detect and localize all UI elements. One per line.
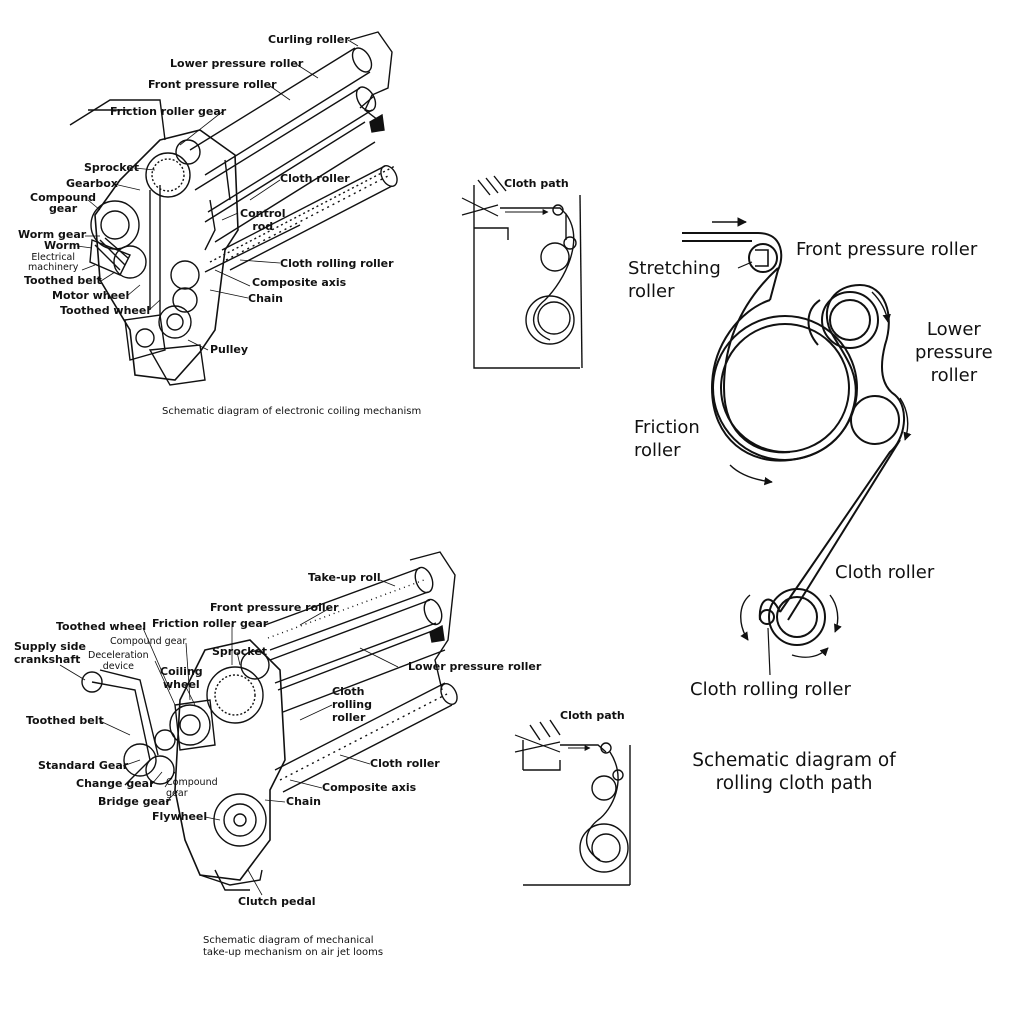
caption-rolling-cloth-path: Schematic diagram of rolling cloth path [692,750,896,794]
caption-mechanical-take-up: Schematic diagram of mechanical take-up … [203,935,384,958]
label-electrical-machinery: Electrical machinery [28,252,79,273]
label-motor-wheel: Motor wheel [52,289,130,302]
front-pressure-roller-circle [821,291,879,349]
label-supply-side-crankshaft: Supply side crankshaft [14,640,86,666]
label-composite-axis-b: Composite axis [322,781,417,794]
label-standard-gear: Standard Gear [38,759,129,772]
label-flywheel: Flywheel [152,810,208,823]
label-front-pressure-roller: Front pressure roller [148,78,277,91]
caption-electronic-coiling: Schematic diagram of electronic coiling … [162,406,422,417]
label-bridge-gear: Bridge gear [98,795,171,808]
label-toothed-belt: Toothed belt [24,274,102,287]
lower-pressure-roller-circle [850,395,900,445]
label-clutch-pedal: Clutch pedal [238,895,316,908]
electronic-coiling-mechanism-drawing [69,31,398,386]
small-cloth-path-bottom [514,719,631,886]
label-change-gear: Change gear [76,777,155,790]
label-worm-gear: Worm gear [18,228,87,241]
label-cloth-roller: Cloth roller [280,172,350,185]
label-friction-roller-large: Friction roller [634,417,700,461]
label-cloth-roller-large: Cloth roller [835,562,935,583]
label-front-pressure-roller-b: Front pressure roller [210,601,339,614]
leader-lines-top [76,39,359,351]
label-compound-gear: Compound gear [30,191,97,215]
cloth-rolling-roller-tube [204,165,396,273]
label-chain-b: Chain [286,795,321,808]
label-compound-gear-b: Compound gear [166,777,218,799]
small-cloth-path-top [461,175,583,369]
label-lower-pressure-roller-b: Lower pressure roller [408,660,542,673]
label-compound-gear-a: Compound gear [110,636,187,647]
label-sprocket: Sprocket [84,161,140,174]
stretching-roller-circle [748,243,778,273]
label-take-up-roll: Take-up roll [308,571,381,584]
label-deceleration-device: Deceleration device [88,650,149,672]
cloth-rolling-roller-circle [759,609,775,625]
label-gearbox: Gearbox [66,177,118,190]
label-worm: Worm [44,239,81,252]
label-stretching-roller: Stretching roller [628,258,721,302]
label-pulley: Pulley [210,343,249,356]
leader-lines-bottom [59,579,399,896]
label-cloth-rolling-roller: Cloth rolling roller [280,257,394,270]
label-friction-roller-gear-b: Friction roller gear [152,617,269,630]
label-cloth-path-bottom: Cloth path [560,709,625,722]
label-toothed-belt-b: Toothed belt [26,714,104,727]
label-cloth-rolling-roller-b: Cloth rolling roller [332,685,372,724]
label-curling-roller: Curling roller [268,33,350,46]
mechanical-take-up-drawing [81,551,458,891]
label-cloth-roller-b: Cloth roller [370,757,440,770]
top-rollers [189,47,377,243]
label-friction-roller-gear: Friction roller gear [110,105,227,118]
large-rolling-cloth-path [682,217,912,676]
label-coiling-wheel: Coiling wheel [160,665,203,691]
label-lower-pressure-roller-large: Lower pressure roller [915,319,993,386]
label-toothed-wheel-b: Toothed wheel [56,620,147,633]
label-toothed-wheel: Toothed wheel [60,304,151,317]
label-sprocket-b: Sprocket [212,645,268,658]
cloth-roller-circle [768,588,826,646]
label-chain: Chain [248,292,283,305]
label-composite-axis: Composite axis [252,276,347,289]
label-front-pressure-roller-large: Front pressure roller [796,239,978,260]
cloth-roller-tube [221,165,398,271]
label-cloth-path-top: Cloth path [504,177,569,190]
label-lower-pressure-roller: Lower pressure roller [170,57,304,70]
label-cloth-rolling-roller-large: Cloth rolling roller [690,679,851,700]
label-control-rod: Control rod [240,207,286,233]
